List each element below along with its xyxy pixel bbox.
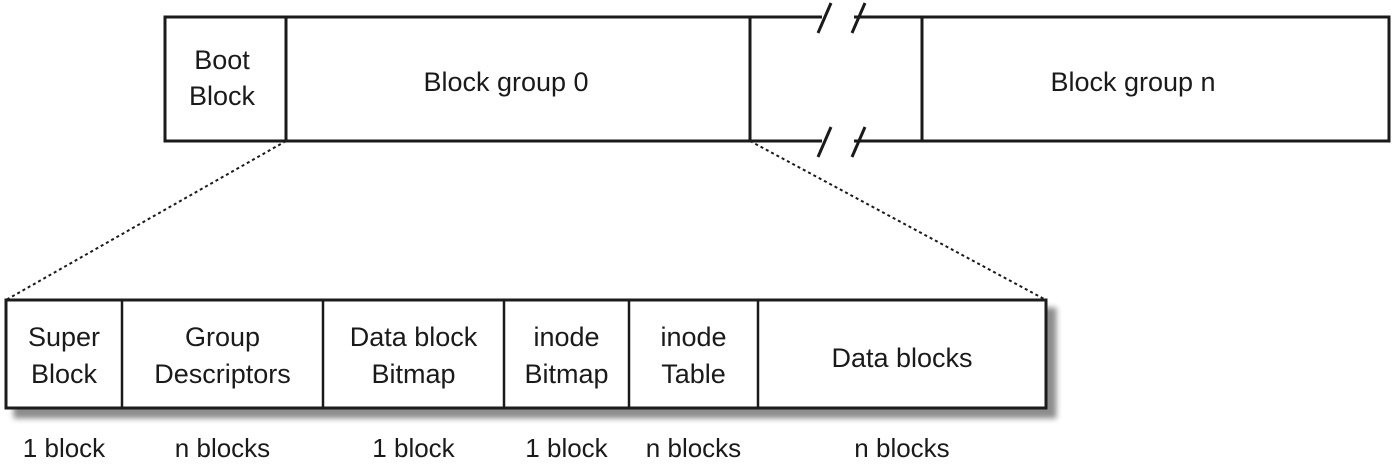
boot-block-label-line2: Block xyxy=(189,81,256,111)
block-group-n-label: Block group n xyxy=(1050,67,1215,97)
detail-cell-label-line1: Super xyxy=(28,322,100,352)
break-marks-top xyxy=(816,2,867,34)
detail-cell-label-line1: inode xyxy=(660,322,726,352)
boot-block-label-line1: Boot xyxy=(194,45,250,75)
detail-cell-label-line2: Block xyxy=(31,359,98,389)
expansion-lines xyxy=(5,140,1047,301)
disk-bar-outline xyxy=(163,15,1391,143)
detail-cell-size: 1 block xyxy=(372,433,455,463)
detail-cell-label-line2: Descriptors xyxy=(154,359,291,389)
detail-cell-label-line2: Bitmap xyxy=(371,359,455,389)
detail-cell-label-line1: Data block xyxy=(350,322,478,352)
break-gap-bottom xyxy=(822,136,854,146)
detail-cell-size: n blocks xyxy=(854,433,949,463)
detail-cell-size: n blocks xyxy=(646,433,741,463)
disk-bar: Boot Block Block group 0 Block group n xyxy=(163,2,1391,158)
detail-cell-size: 1 block xyxy=(23,433,106,463)
detail-cell-label: Data blocks xyxy=(831,343,972,373)
detail-cell-size: n blocks xyxy=(175,433,270,463)
block-group-0-label: Block group 0 xyxy=(423,67,588,97)
expansion-line-right xyxy=(749,140,1047,301)
detail-bar-outline xyxy=(4,298,1048,410)
detail-cell-label-line2: Bitmap xyxy=(524,359,608,389)
break-marks-bottom xyxy=(816,126,867,158)
break-gap-top xyxy=(822,12,854,22)
detail-cell-label-line1: inode xyxy=(533,322,599,352)
detail-cell-label-line2: Table xyxy=(661,359,726,389)
detail-cell-size: 1 block xyxy=(525,433,608,463)
detail-cell-label-line1: Group xyxy=(185,322,260,352)
expansion-line-left xyxy=(5,140,287,301)
